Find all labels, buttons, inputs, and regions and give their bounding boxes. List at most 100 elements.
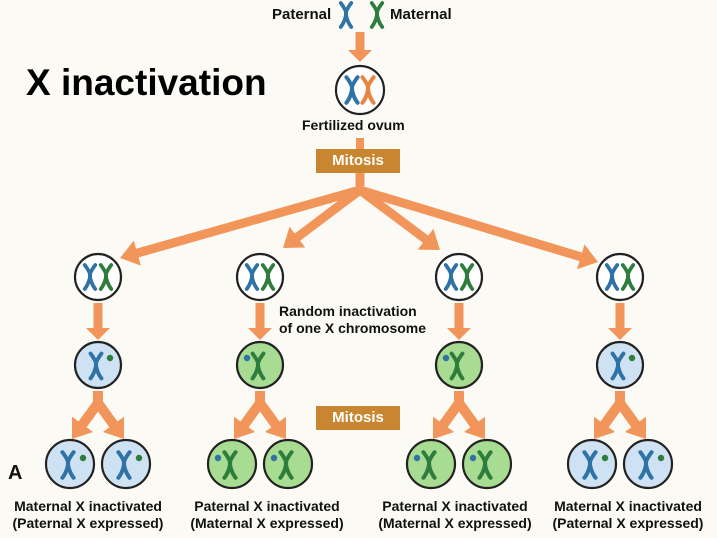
daughter-cell-2-2-active-x-arm-right [283, 450, 294, 480]
outcome-3-line-2: (Maternal X expressed) [378, 515, 532, 531]
arrow-inactivation-3-head [447, 328, 471, 340]
panel-letter: A [8, 462, 23, 484]
fork-right-3-head [463, 416, 485, 439]
xx-cell-4 [595, 252, 645, 302]
inactivated-cell-1-active-x [88, 351, 104, 381]
outcome-2-line-2: (Maternal X expressed) [190, 515, 344, 531]
inactivated-cell-3-active-x-arm-right [454, 351, 465, 381]
daughter-cell-1-1-barr-body [79, 454, 87, 462]
branch-arrow-1-shaft [132, 185, 365, 258]
fork-right-4-shaft [615, 398, 641, 430]
inactivated-cell-2-active-x [250, 351, 266, 381]
arrow-inactivation-4-head [608, 328, 632, 340]
xx-cell-4-paternal-x-arm-right [609, 263, 620, 291]
xx-cell-4-paternal-x [604, 263, 620, 291]
daughter-cell-4-2-barr-body [657, 454, 665, 462]
daughter-cell-4-2-active-x [638, 450, 654, 480]
fork-right-2-shaft [255, 398, 281, 430]
fertilized-ovum-label: Fertilized ovum [302, 117, 405, 133]
random-inactivation-line-2: of one X chromosome [279, 320, 427, 336]
ovum-paternal-x-arm-right [349, 75, 360, 105]
xx-cell-2 [235, 252, 285, 302]
daughter-cell-3-2-barr-body [469, 454, 477, 462]
xx-cell-2-paternal-x-arm-right [249, 263, 260, 291]
xx-cell-3-maternal-x [459, 263, 475, 291]
branch-arrow-1-head [120, 240, 141, 266]
outcome-label-2: Paternal X inactivated (Maternal X expre… [178, 498, 356, 532]
legend-maternal-chromosome-arm-right [374, 1, 385, 29]
outcome-label-1: Maternal X inactivated (Paternal X expre… [2, 498, 174, 532]
fork-left-4-head [594, 416, 616, 439]
ovum-maternal-x-arm-right [365, 75, 376, 105]
daughter-cell-3-1-barr-body [413, 454, 421, 462]
branch-arrow-4-shaft [355, 185, 586, 262]
barr-body-4 [628, 354, 636, 362]
mitosis-label-bottom: Mitosis [316, 406, 400, 430]
outcome-1-line-2: (Paternal X expressed) [12, 515, 164, 531]
branch-arrow-2-head [283, 226, 306, 248]
ovum-paternal-x [344, 75, 360, 105]
inactivated-cell-4-active-x-arm-right [615, 351, 626, 381]
xx-cell-2-maternal-x-arm-right [265, 263, 276, 291]
page-title: X inactivation [26, 62, 267, 103]
outcome-3-line-1: Paternal X inactivated [382, 498, 528, 514]
xx-cell-1-maternal-x [98, 263, 114, 291]
xx-cell-1-maternal-x-arm-right [103, 263, 114, 291]
legend-paternal-label: Paternal [272, 6, 332, 23]
daughter-cell-1-2-active-x-arm-right [121, 450, 132, 480]
legend-paternal-chromosome-arm-right [343, 1, 354, 29]
legend-maternal-label: Maternal [390, 6, 452, 23]
xx-cell-4-maternal-x-arm-right [625, 263, 636, 291]
barr-body-3 [442, 354, 450, 362]
random-inactivation-label: Random inactivation of one X chromosome [279, 303, 426, 337]
daughter-cell-4-1-active-x-arm-right [587, 450, 598, 480]
outcome-4-line-2: (Paternal X expressed) [552, 515, 704, 531]
outcome-label-4: Maternal X inactivated (Paternal X expre… [542, 498, 714, 532]
daughter-cell-3-2-active-x-arm-right [482, 450, 493, 480]
legend-paternal-chromosome [338, 1, 354, 29]
fork-right-2-head [264, 416, 286, 439]
inactivated-cell-1-active-x-arm-right [93, 351, 104, 381]
arrow-inactivation-2-head [248, 328, 272, 340]
daughter-cell-1-1-active-x-arm-right [65, 450, 76, 480]
xx-cell-3-maternal-x-arm-right [464, 263, 475, 291]
xx-cell-2-paternal-x [244, 263, 260, 291]
inactivated-cell-2-active-x-arm-right [255, 351, 266, 381]
xx-cell-3-paternal-x [443, 263, 459, 291]
daughter-cell-4-1-barr-body [601, 454, 609, 462]
ovum-maternal-x [360, 75, 376, 105]
xx-cell-3-paternal-x-arm-right [448, 263, 459, 291]
xx-cell-1-paternal-x [82, 263, 98, 291]
branch-arrow-3-shaft [355, 185, 431, 244]
daughter-cell-1-2-active-x [116, 450, 132, 480]
daughter-cell-2-1-barr-body [214, 454, 222, 462]
random-inactivation-line-1: Random inactivation [279, 303, 417, 319]
xx-cell-1-paternal-x-arm-right [87, 263, 98, 291]
xx-cell-3 [434, 252, 484, 302]
fork-left-3-head [433, 416, 455, 439]
xx-cell-2-maternal-x [260, 263, 276, 291]
legend-maternal-chromosome [369, 1, 385, 29]
fork-right-1-shaft [93, 398, 119, 430]
fork-right-4-head [624, 416, 646, 439]
xx-cell-1 [73, 252, 123, 302]
fork-left-1-head [72, 416, 94, 439]
daughter-cell-3-2-active-x [477, 450, 493, 480]
outcome-4-line-1: Maternal X inactivated [554, 498, 702, 514]
mitosis-label-top: Mitosis [316, 149, 400, 173]
arrow-legend-to-ovum-head [348, 50, 372, 62]
daughter-cell-4-2-active-x-arm-right [643, 450, 654, 480]
inactivated-cell-3-active-x [449, 351, 465, 381]
barr-body-2 [243, 354, 251, 362]
daughter-cell-2-2-active-x [278, 450, 294, 480]
daughter-cell-1-2-barr-body [135, 454, 143, 462]
daughter-cell-3-1-active-x [421, 450, 437, 480]
branch-arrow-3-head [417, 228, 440, 250]
fork-left-2-head [234, 416, 256, 439]
branch-arrow-4-head [577, 244, 598, 270]
fertilized-ovum-cell [334, 64, 386, 116]
fork-right-1-head [102, 416, 124, 439]
inactivated-cell-4-active-x [610, 351, 626, 381]
